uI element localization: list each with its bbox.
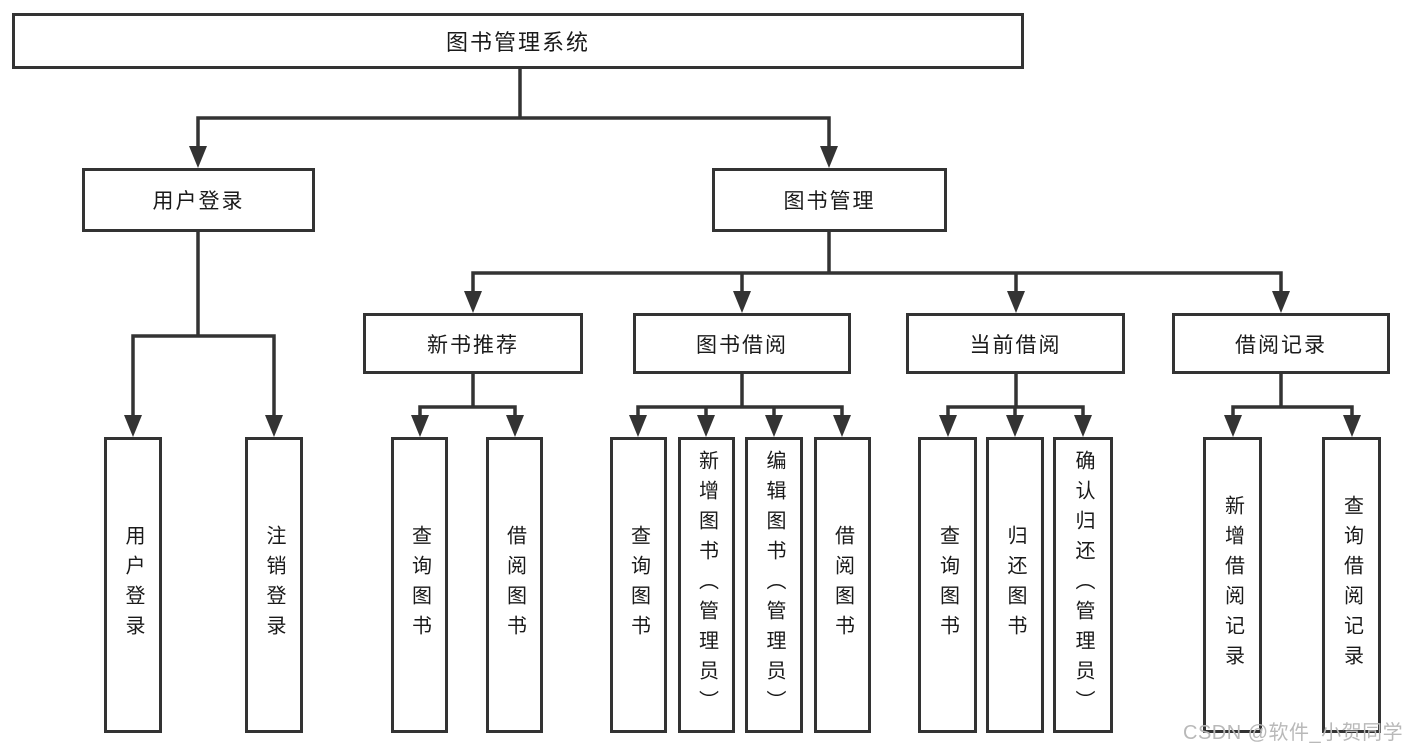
node-borrowing-records: 借阅记录	[1172, 313, 1390, 374]
connector-paths	[131, 69, 1354, 419]
leaf-edit-books-admin: 编辑图书（管理员）	[745, 437, 803, 733]
leaf-query-books-recommend: 查询图书	[391, 437, 448, 733]
node-user-login: 用户登录	[82, 168, 315, 232]
leaf-edit-books-admin-label: 编辑图书（管理员）	[763, 450, 785, 720]
leaf-return-books-label: 归还图书	[1004, 525, 1026, 645]
csdn-watermark: CSDN @软件_小贺同学	[1183, 722, 1404, 744]
leaf-borrow-books-recommend-label: 借阅图书	[503, 525, 526, 645]
leaf-query-books-current: 查询图书	[918, 437, 977, 733]
leaf-user-login: 用户登录	[104, 437, 162, 733]
leaf-query-books-current-label: 查询图书	[936, 525, 959, 645]
leaf-confirm-return-admin: 确认归还（管理员）	[1053, 437, 1113, 733]
node-book-management: 图书管理	[712, 168, 947, 232]
leaf-add-books-admin-label: 新增图书（管理员）	[695, 450, 718, 720]
leaf-add-borrow-record: 新增借阅记录	[1203, 437, 1262, 733]
leaf-logout-label: 注销登录	[263, 525, 285, 645]
node-current-borrowing: 当前借阅	[906, 313, 1125, 374]
leaf-query-borrow-record: 查询借阅记录	[1322, 437, 1381, 733]
leaf-confirm-return-admin-label: 确认归还（管理员）	[1072, 450, 1094, 720]
leaf-return-books: 归还图书	[986, 437, 1044, 733]
node-new-book-recommendation: 新书推荐	[363, 313, 583, 374]
node-library-system: 图书管理系统	[12, 13, 1024, 69]
leaf-query-books-recommend-label: 查询图书	[408, 525, 431, 645]
leaf-borrow-books-recommend: 借阅图书	[486, 437, 543, 733]
leaf-add-books-admin: 新增图书（管理员）	[678, 437, 735, 733]
leaf-query-books-borrowing-label: 查询图书	[627, 525, 650, 645]
leaf-add-borrow-record-label: 新增借阅记录	[1221, 495, 1244, 675]
leaf-borrow-books-borrowing-label: 借阅图书	[831, 525, 854, 645]
leaf-user-login-label: 用户登录	[122, 525, 144, 645]
node-book-borrowing: 图书借阅	[633, 313, 851, 374]
leaf-borrow-books-borrowing: 借阅图书	[814, 437, 871, 733]
leaf-logout: 注销登录	[245, 437, 303, 733]
leaf-query-books-borrowing: 查询图书	[610, 437, 667, 733]
arrowhead-icons	[124, 146, 1361, 437]
leaf-query-borrow-record-label: 查询借阅记录	[1340, 495, 1363, 675]
